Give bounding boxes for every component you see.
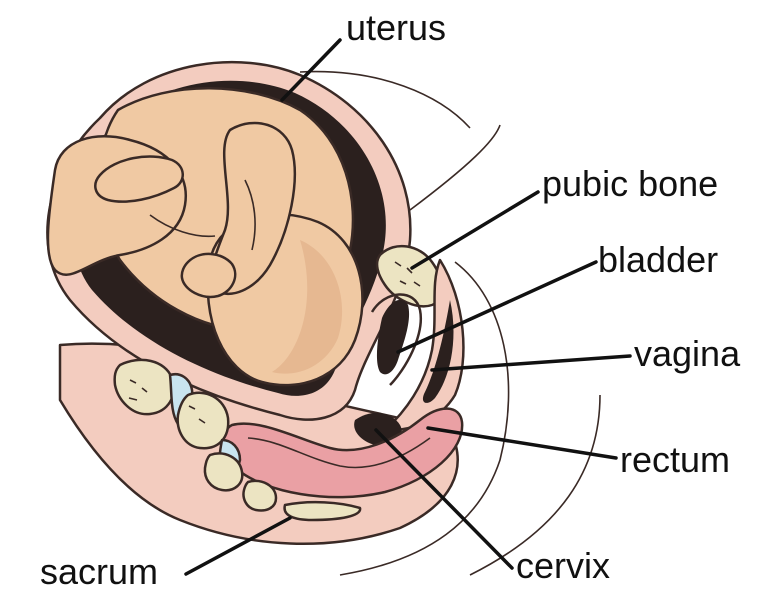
coccyx	[285, 502, 361, 520]
label-bladder: bladder	[598, 239, 718, 280]
label-uterus: uterus	[346, 7, 446, 48]
label-vagina: vagina	[634, 333, 741, 374]
vertebra-4	[244, 481, 277, 511]
fetus-hand	[182, 254, 235, 297]
vertebra-2	[178, 393, 229, 448]
vertebra-3	[205, 454, 242, 491]
label-sacrum: sacrum	[40, 551, 158, 592]
leader-pubic-bone	[412, 192, 538, 268]
label-cervix: cervix	[516, 545, 610, 586]
label-rectum: rectum	[620, 439, 730, 480]
label-pubic-bone: pubic bone	[542, 163, 718, 204]
